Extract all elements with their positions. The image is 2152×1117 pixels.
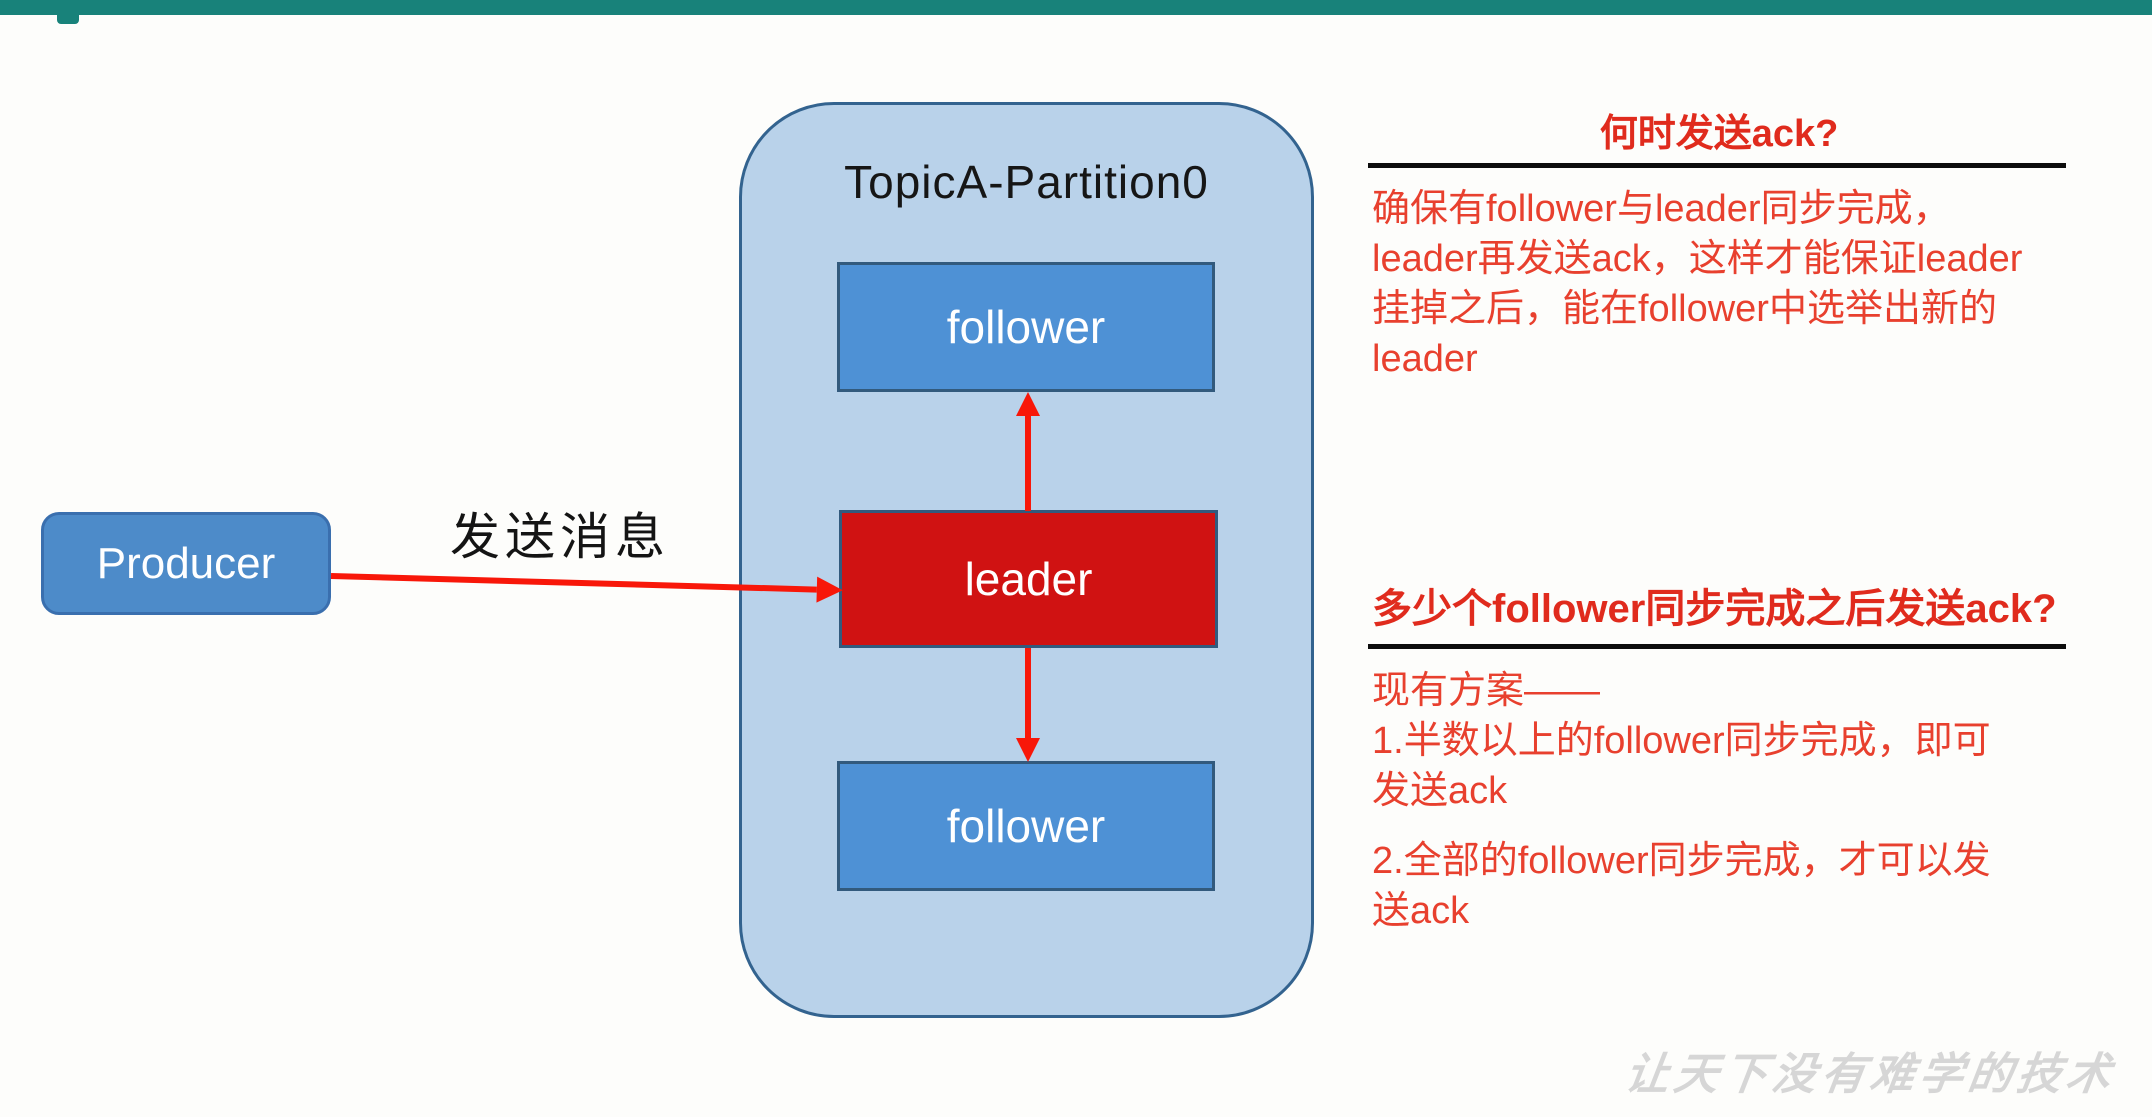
scheme-item-2: 2.全部的follower同步完成，才可以发 送ack: [1372, 836, 2082, 936]
scheme-item-1-line: 发送ack: [1372, 770, 1508, 812]
sync-down-arrow: [1025, 648, 1031, 740]
sync-up-arrowhead-icon: [1016, 392, 1040, 416]
watermark-text: 让天下没有难学的技术: [1621, 1049, 2119, 1100]
question1-line: 挂掉之后，能在follower中选举出新的: [1372, 288, 1997, 330]
scheme-item-1: 1.半数以上的follower同步完成，即可 发送ack: [1372, 716, 2082, 816]
question1-heading: 何时发送ack?: [1599, 113, 1839, 155]
follower-bottom-label: follower: [946, 800, 1106, 852]
leader-label: leader: [964, 553, 1093, 605]
follower-top-box: follower: [837, 262, 1215, 392]
partition-title: TopicA-Partition0: [844, 156, 1209, 208]
scheme-item-1-line: 1.半数以上的follower同步完成，即可: [1372, 720, 1991, 762]
producer-label: Producer: [96, 538, 276, 588]
question1-line: leader: [1372, 338, 1478, 380]
top-bar-notch: [57, 15, 79, 24]
leader-box: leader: [839, 510, 1218, 648]
question1-underline: [1368, 163, 2066, 168]
question1-line: 确保有follower与leader同步完成，: [1372, 188, 1951, 230]
question2-heading: 多少个follower同步完成之后发送ack?: [1372, 587, 2057, 631]
scheme-item-2-line: 2.全部的follower同步完成，才可以发: [1372, 840, 1991, 882]
question2-underline: [1368, 644, 2066, 649]
top-accent-bar: [0, 0, 2152, 15]
scheme-intro: 现有方案——: [1372, 670, 1601, 712]
send-arrowhead-icon: [816, 576, 844, 604]
sync-down-arrowhead-icon: [1016, 738, 1040, 762]
scheme-item-2-line: 送ack: [1372, 890, 1470, 932]
send-arrow-shaft: [330, 573, 817, 593]
sync-up-arrow: [1025, 414, 1031, 511]
question1-paragraph: 确保有follower与leader同步完成， leader再发送ack，这样才…: [1372, 184, 2082, 384]
question1-line: leader再发送ack，这样才能保证leader: [1372, 238, 2023, 280]
follower-bottom-box: follower: [837, 761, 1215, 891]
send-message-label: 发送消息: [450, 509, 670, 565]
producer-box: Producer: [41, 512, 331, 615]
follower-top-label: follower: [946, 301, 1106, 353]
